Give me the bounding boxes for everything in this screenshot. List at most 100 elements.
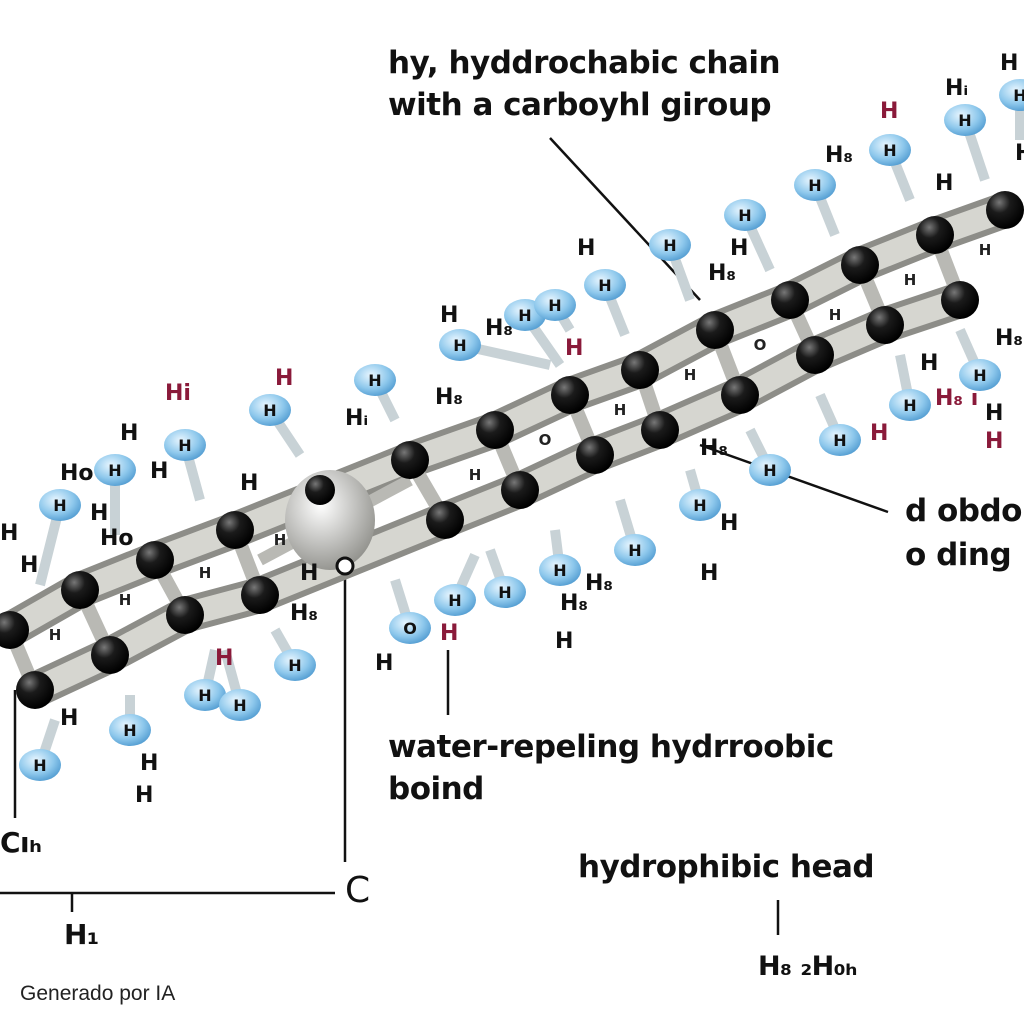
carbon-atom [941, 281, 979, 319]
watermark: Generado por IA [20, 982, 176, 1005]
hydrogen-text-label: H₈ [585, 571, 613, 596]
hydrogen-text-label: H₈ ı [935, 386, 978, 411]
carbon-atom [796, 336, 834, 374]
hydrogen-atom [534, 289, 576, 321]
hydrogen-atom [794, 169, 836, 201]
hydrogen-atom [944, 104, 986, 136]
hydrogen-atom [749, 454, 791, 486]
hydrogen-text-label: H [300, 561, 318, 586]
water-repelling-label-line1: water-repeling hydrroobic [388, 729, 834, 765]
backbone-label: H [199, 564, 212, 582]
water-repelling-label-line2: boind [388, 771, 484, 807]
hydrogen-atom [679, 489, 721, 521]
hydrogen-label: H [263, 401, 276, 420]
hydrogen-text-label: H [275, 366, 293, 391]
carbon-atom [391, 441, 429, 479]
backbone-label: H [119, 591, 132, 609]
hydrogen-atom [94, 454, 136, 486]
hydrogen-atom [109, 714, 151, 746]
hydrogen-label: H [628, 541, 641, 560]
backbone-label: H [469, 466, 482, 484]
hydrogen-atom [164, 429, 206, 461]
carbon-atom [241, 576, 279, 614]
hydrogen-text-label: H [60, 706, 78, 731]
hydrogen-label: H [453, 336, 466, 355]
carbon-atom [61, 571, 99, 609]
hydrogen-text-label: H [240, 471, 258, 496]
hydrogen-atom [354, 364, 396, 396]
hydrogen-label: H [368, 371, 381, 390]
backbone-label: H [829, 306, 842, 324]
hydrophilic-head-label: hydrophibic head [578, 849, 875, 885]
head-anchor [335, 556, 355, 576]
carbon-atom [641, 411, 679, 449]
hydrogen-atom [389, 612, 431, 644]
hydrogen-text-label: H [985, 429, 1003, 454]
hydrogen-label: H [833, 431, 846, 450]
hydrogen-text-label: H [0, 521, 18, 546]
hydrogen-text-label: H₈ [560, 591, 588, 616]
bond-label-right-line2: o ding [905, 537, 1012, 573]
hydrogen-atom [584, 269, 626, 301]
hydrogen-text-label: H [440, 621, 458, 646]
hydrogen-atom [959, 359, 1001, 391]
hydrogen-text-label: H [375, 651, 393, 676]
hydrogen-atom [434, 584, 476, 616]
hydrogen-text-label: H [140, 751, 158, 776]
hydrogen-text-label: H [440, 303, 458, 328]
carbon-atom [771, 281, 809, 319]
hydrogen-text-label: H [730, 236, 748, 261]
hydrogen-label: H [123, 721, 136, 740]
hydrogen-text-label: H₈ [1015, 141, 1024, 166]
hydrogen-label: H [288, 656, 301, 675]
carbon-atom [866, 306, 904, 344]
hydrogen-label: H [883, 141, 896, 160]
backbone-label: H [684, 366, 697, 384]
hydrogen-text-label: H₈ [995, 326, 1023, 351]
hydrogen-atom [539, 554, 581, 586]
hydrogen-text-label: H [920, 351, 938, 376]
hydrogen-atom [724, 199, 766, 231]
hydrogen-label: H [663, 236, 676, 255]
head-formula: H₈ ₂H₀ₕ [758, 951, 857, 982]
hydrogen-label: H [693, 496, 706, 515]
bond-label-right-line1: d obdo [905, 493, 1022, 529]
hydrogen-text-label: H [935, 171, 953, 196]
carbon-atom [305, 475, 335, 505]
hydrogen-text-label: H [20, 553, 38, 578]
carbon-atom [621, 351, 659, 389]
hydrogen-text-label: H [1000, 51, 1018, 76]
hydrogen-text-label: H [700, 561, 718, 586]
hydrogen-label: H [498, 583, 511, 602]
carbon-atom [576, 436, 614, 474]
hydrogen-atom [999, 79, 1024, 111]
backbone-label: H [49, 626, 62, 644]
carbon-atom [476, 411, 514, 449]
hydrogen-label: H [598, 276, 611, 295]
carbon-atom [0, 611, 29, 649]
hydrogen-atom [219, 689, 261, 721]
hydrogen-text-label: H [150, 459, 168, 484]
hydrogen-label: H [178, 436, 191, 455]
hydrogen-text-label: H [90, 501, 108, 526]
hydrogen-text-label: H [555, 629, 573, 654]
hydrogen-atom [439, 329, 481, 361]
hydrogen-text-label: H [135, 783, 153, 808]
hydrogen-label: H [903, 396, 916, 415]
hydrogen-atom [869, 134, 911, 166]
hydrogen-atom [249, 394, 291, 426]
hydrogen-text-label: H₈ [435, 385, 463, 410]
hydrogen-label: H [553, 561, 566, 580]
hydrogen-atom [614, 534, 656, 566]
leader-line [699, 443, 889, 514]
backbone-label: O [539, 431, 552, 449]
hydrogen-label: H [973, 366, 986, 385]
hydrogen-text-label: H₈ [700, 436, 728, 461]
hydrogen-label: H [808, 176, 821, 195]
hydrogen-text-label: Ho [100, 526, 134, 551]
carbon-atom [216, 511, 254, 549]
hydrogen-text-label: H [870, 421, 888, 446]
hydrogen-atom [39, 489, 81, 521]
hydrogen-atom [184, 679, 226, 711]
carbon-atom [16, 671, 54, 709]
